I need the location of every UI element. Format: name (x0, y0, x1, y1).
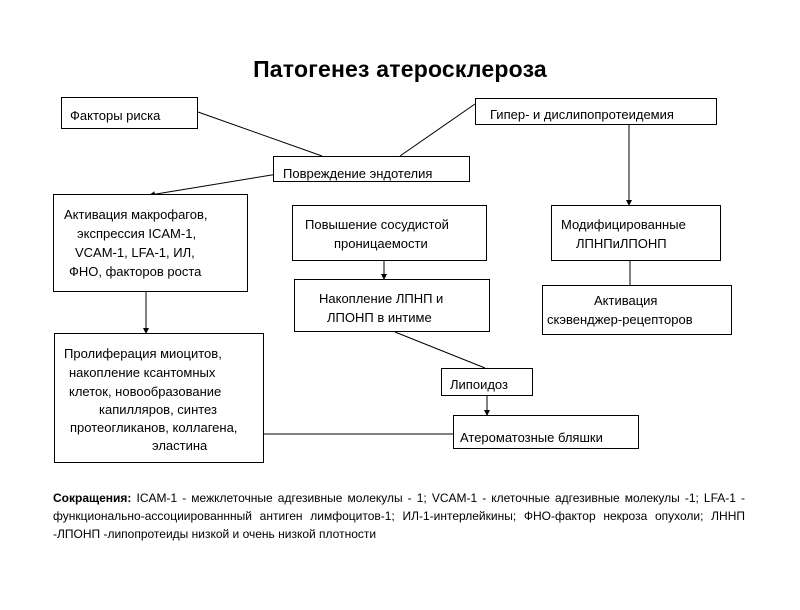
box-scavenger-activation: Активация скэвенджер-рецепторов (542, 285, 732, 335)
macrophages-line-2: экспрессия ICAM-1, (77, 226, 197, 241)
modified-line-2: ЛПНПиЛПОНП (576, 236, 667, 251)
proliferation-line-2: накопление ксантомных (69, 365, 216, 380)
page-title: Патогенез атеросклероза (253, 56, 547, 82)
line-hyper-to-endothelium (399, 103, 476, 157)
box-proliferation: Пролиферация миоцитов, накопление ксанто… (54, 333, 264, 463)
box-vascular-permeability: Повышение сосудистой проницаемости (292, 205, 487, 261)
scavenger-line-1: Активация (594, 293, 658, 308)
proliferation-line-1: Пролиферация миоцитов, (64, 346, 222, 361)
box-hyperlipoproteinemia: Гипер- и дислипопротеидемия (475, 98, 717, 125)
scavenger-line-2: скэвенджер-рецепторов (547, 312, 693, 327)
line-endothelium-to-macrophages (149, 171, 291, 198)
permeability-line-2: проницаемости (334, 236, 428, 251)
abbreviations-label: Сокращения: (53, 491, 132, 505)
box-modified-lipoproteins: Модифицированные ЛПНПиЛПОНП (551, 205, 721, 261)
box-hyperlipo-text: Гипер- и дислипопротеидемия (490, 107, 674, 122)
accumulation-line-1: Накопление ЛПНП и (319, 291, 444, 306)
box-risk-factors: Факторы риска (61, 97, 198, 129)
macrophages-line-3: VCAM-1, LFA-1, ИЛ, (75, 245, 195, 260)
box-ldl-accumulation: Накопление ЛПНП и ЛПОНП в интиме (294, 279, 490, 332)
box-risk-factors-text: Факторы риска (70, 108, 161, 123)
box-lipoidosis-text: Липоидоз (450, 377, 508, 392)
box-macrophage-activation: Активация макрофагов, экспрессия ICAM-1,… (53, 194, 248, 292)
line-risk-to-endothelium (197, 111, 323, 157)
macrophages-line-1: Активация макрофагов, (64, 207, 208, 222)
line-accumulation-to-lipoidosis (394, 331, 486, 369)
abbreviations-note: Сокращения: ICAM-1 - межклеточные адгези… (53, 489, 745, 543)
proliferation-line-5: протеогликанов, коллагена, (70, 420, 238, 435)
box-plaques-text: Атероматозные бляшки (460, 430, 603, 445)
box-endothelium-damage: Повреждение эндотелия (273, 156, 470, 182)
proliferation-line-6: эластина (152, 438, 208, 453)
proliferation-line-3: клеток, новообразование (69, 384, 222, 399)
box-lipoidosis: Липоидоз (441, 368, 533, 396)
permeability-line-1: Повышение сосудистой (305, 217, 449, 232)
accumulation-line-2: ЛПОНП в интиме (327, 310, 432, 325)
modified-line-1: Модифицированные (561, 217, 686, 232)
box-atheromatous-plaques: Атероматозные бляшки (453, 415, 639, 449)
abbreviations-text: ICAM-1 - межклеточные адгезивные молекул… (53, 491, 745, 541)
proliferation-line-4: капилляров, синтез (99, 402, 217, 417)
macrophages-line-4: ФНО, факторов роста (69, 264, 202, 279)
box-endothelium-text: Повреждение эндотелия (283, 166, 433, 181)
